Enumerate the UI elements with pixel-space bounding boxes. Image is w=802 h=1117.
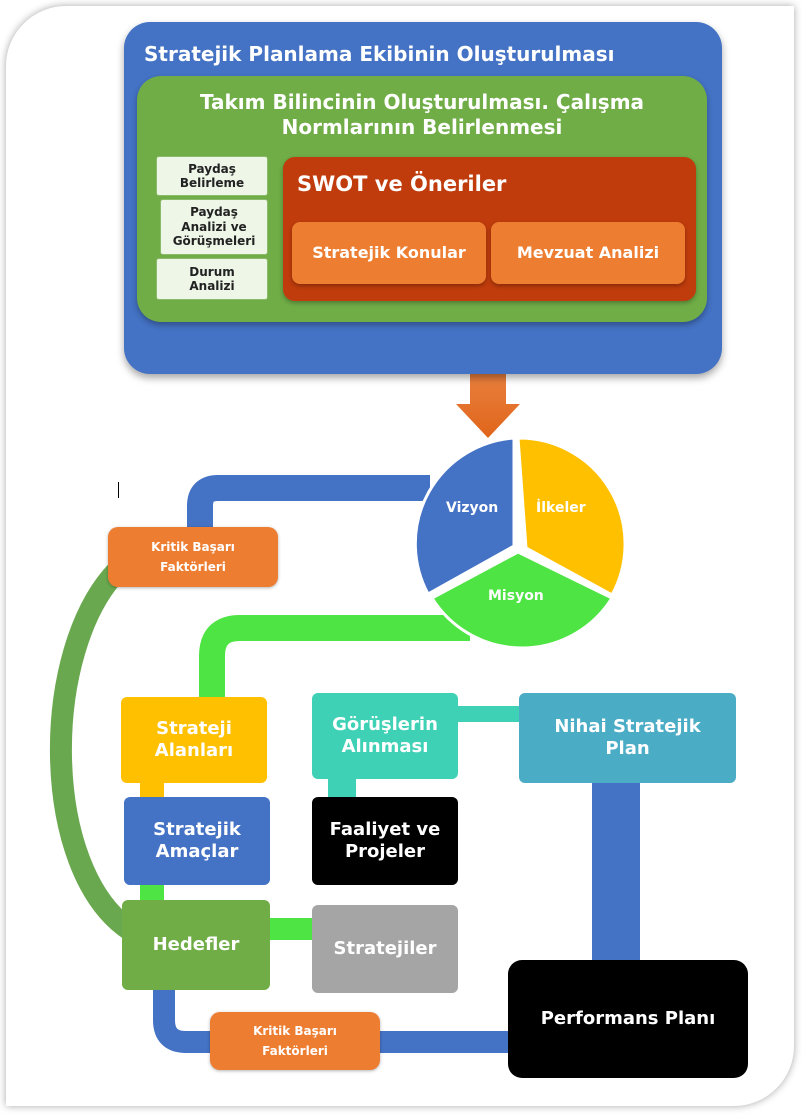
critical-success-factors-top: Kritik Başarı Faktörleri — [108, 527, 278, 587]
legislation-analysis-box: Mevzuat Analizi — [491, 222, 685, 284]
strategic-topics-box: Stratejik Konular — [292, 222, 486, 284]
principles-label: İlkeler — [536, 500, 586, 516]
connector-goals-to-targets — [140, 882, 164, 904]
situation-analysis-line1: Durum — [189, 264, 235, 279]
strategies-box: Stratejiler — [312, 905, 458, 993]
pie-segment-principles — [516, 436, 627, 598]
stakeholder-analysis-line2: Analizi ve — [181, 219, 247, 234]
pie-segment-vision — [413, 436, 516, 597]
strategy-areas-line1: Strateji — [156, 717, 232, 739]
vision-label: Vizyon — [446, 500, 499, 516]
stakeholder-identification-line2: Belirleme — [179, 176, 245, 190]
stakeholder-identification-box: Paydaş Belirleme — [156, 156, 268, 196]
ksf-top-line1: Kritik Başarı — [151, 539, 235, 554]
swot-title: SWOT ve Öneriler — [297, 172, 507, 196]
critical-success-factors-bottom: Kritik Başarı Faktörleri — [210, 1012, 380, 1070]
team-awareness-title-line2: Normlarının Belirlenmesi — [281, 115, 563, 139]
connector-targets-to-performance — [153, 990, 510, 1053]
performance-plan-box: Performans Planı — [508, 960, 748, 1078]
connector-targets-to-strategies — [266, 918, 316, 940]
stakeholder-analysis-line1: Paydaş — [190, 205, 238, 220]
connector-ksf-to-targets — [49, 562, 137, 940]
stakeholder-identification-line1: Paydaş — [188, 161, 236, 176]
strategy-areas-box: Strateji Alanları — [121, 697, 267, 783]
strategy-areas-line2: Alanları — [154, 740, 234, 761]
connector-mission-to-areas — [199, 615, 470, 700]
strategy-cycle — [413, 436, 627, 650]
strategic-goals-line1: Stratejik — [153, 818, 241, 840]
situation-analysis-line2: Analizi — [189, 279, 235, 293]
final-strategic-plan-box: Nihai Stratejik Plan — [519, 693, 736, 783]
activities-projects-box: Faaliyet ve Projeler — [312, 797, 458, 885]
stakeholder-analysis-line3: Görüşmeleri — [172, 234, 256, 249]
ksf-bottom-line2: Faktörleri — [262, 1044, 328, 1058]
situation-analysis-box: Durum Analizi — [156, 258, 268, 300]
mission-label: Misyon — [488, 588, 544, 604]
opinions-box: Görüşlerin Alınması — [312, 693, 458, 779]
connector-opinions-to-final — [455, 706, 521, 722]
planning-team-title: Stratejik Planlama Ekibinin Oluşturulmas… — [144, 42, 615, 66]
activities-line2: Projeler — [344, 841, 426, 862]
strategic-goals-line2: Amaçlar — [155, 841, 239, 862]
team-awareness-title-line1: Takım Bilincinin Oluşturulması. Çalışma — [199, 90, 645, 114]
opinions-line2: Alınması — [341, 736, 429, 757]
final-plan-line1: Nihai Stratejik — [554, 715, 701, 737]
opinions-line1: Görüşlerin — [332, 713, 438, 735]
strategic-goals-box: Stratejik Amaçlar — [124, 797, 270, 885]
connector-final-to-performance — [592, 782, 640, 962]
pie-segment-mission — [429, 550, 615, 650]
text-cursor — [118, 482, 119, 498]
activities-line1: Faaliyet ve — [329, 818, 441, 840]
final-plan-line2: Plan — [605, 738, 650, 759]
connector-areas-to-goals — [140, 780, 164, 800]
stakeholder-analysis-box: Paydaş Analizi ve Görüşmeleri — [160, 199, 268, 255]
team-awareness-title: Takım Bilincinin Oluşturulması. Çalışma … — [137, 90, 707, 140]
connector-vision-to-ksf — [187, 475, 430, 530]
connector-opinions-to-activities — [328, 778, 356, 800]
ksf-top-line2: Faktörleri — [160, 560, 226, 574]
targets-box: Hedefler — [122, 900, 270, 990]
ksf-bottom-line1: Kritik Başarı — [253, 1023, 337, 1038]
